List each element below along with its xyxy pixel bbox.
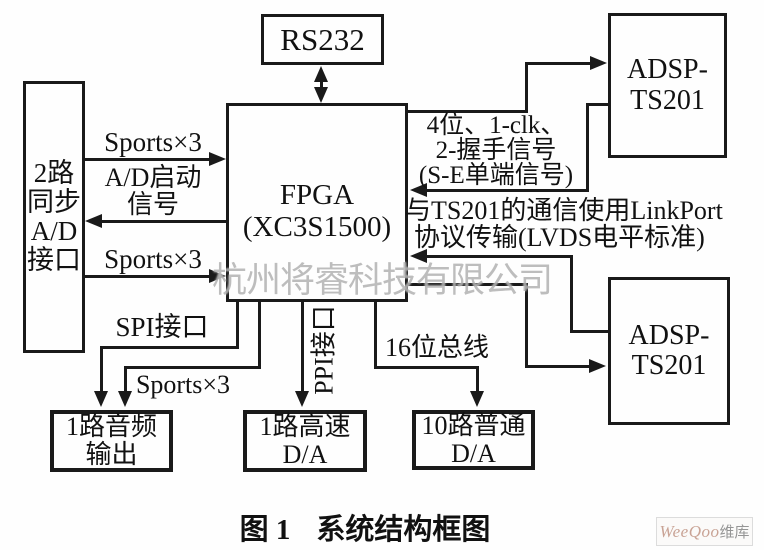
weeqoo-brand: WeeQoo bbox=[659, 521, 720, 541]
sports-top-line bbox=[85, 158, 212, 161]
dsp-top-label-line2: TS201 bbox=[630, 84, 705, 116]
spi-arrowhead bbox=[94, 391, 108, 407]
fpga-dsp-bottom-out-seg3 bbox=[525, 365, 589, 368]
dsp-top-label-line1: ADSP- bbox=[627, 54, 708, 86]
audio-out-label-line2: 输出 bbox=[85, 440, 138, 469]
dsp-bottom-label-line1: ADSP- bbox=[628, 319, 710, 351]
spi-seg1 bbox=[236, 300, 239, 349]
sports-top-arrowhead bbox=[209, 152, 226, 166]
figure-caption: 图 1 系统结构框图 bbox=[180, 506, 550, 548]
bus16-seg2 bbox=[374, 366, 479, 369]
dsp-bottom-fpga-in-seg1 bbox=[425, 255, 573, 258]
dsp-bottom-box: ADSP- TS201 bbox=[608, 277, 730, 425]
dsp-bottom-fpga-in-arrowhead bbox=[410, 249, 427, 263]
adc-label-line1: 2路 bbox=[33, 157, 75, 188]
highspeed-da-label-line1: 1路高速 bbox=[259, 411, 351, 441]
dsp-top-fpga-in-seg2 bbox=[586, 103, 589, 192]
sports-bottom-arrowhead bbox=[118, 391, 132, 407]
linkport-label-line2: 协议传输(LVDS电平标准) bbox=[414, 222, 705, 252]
sports-top-label: Sports×3 bbox=[104, 127, 202, 157]
spi-seg2 bbox=[100, 346, 239, 349]
rs232-box: RS232 bbox=[261, 14, 384, 65]
bus16-seg3 bbox=[476, 366, 479, 392]
rs232-fpga-down-arrowhead bbox=[314, 87, 328, 103]
fpga-dsp-bottom-out-seg1 bbox=[407, 283, 528, 286]
audio-out-label-line1: 1路音频 bbox=[65, 411, 157, 441]
figure-caption-title: 系统结构框图 bbox=[316, 514, 491, 546]
fpga-dsp-top-out-arrowhead bbox=[590, 56, 607, 70]
dsp-top-box: ADSP- TS201 bbox=[608, 13, 727, 158]
ad-start-label-line2: 信号 bbox=[126, 189, 179, 219]
sports-bottom-seg3 bbox=[124, 366, 127, 392]
adc-interface-box: 2路 同步 A/D 接口 bbox=[23, 81, 85, 353]
normal-da-label-line2: D/A bbox=[451, 439, 496, 468]
sports-mid-arrowhead bbox=[209, 269, 226, 283]
highspeed-da-box: 1路高速 D/A bbox=[243, 410, 367, 472]
adc-label-line4: 接口 bbox=[27, 245, 81, 276]
ad-start-label: A/D启动 信号 bbox=[95, 163, 211, 219]
fpga-dsp-top-out-seg1 bbox=[407, 110, 528, 113]
fpga-label-line1: FPGA bbox=[279, 179, 355, 212]
adc-label-line2: 同步 bbox=[27, 186, 81, 217]
dsp-bottom-fpga-in-seg2 bbox=[570, 255, 573, 333]
ad-start-arrowhead bbox=[85, 214, 102, 228]
ppi-line bbox=[301, 300, 304, 391]
handshake-label-line3: (S-E单端信号) bbox=[418, 162, 574, 189]
normal-da-label-line1: 10路普通 bbox=[421, 410, 526, 440]
sports-bottom-label: Sports×3 bbox=[135, 370, 231, 399]
bus16-label: 16位总线 bbox=[384, 333, 489, 362]
fpga-dsp-bottom-out-seg2 bbox=[525, 283, 528, 368]
bus16-arrowhead bbox=[470, 391, 484, 407]
linkport-label-line1: 与TS201的通信使用LinkPort bbox=[405, 196, 723, 225]
audio-out-box: 1路音频 输出 bbox=[50, 410, 173, 472]
fpga-dsp-bottom-out-arrowhead bbox=[589, 359, 606, 373]
fpga-label-line2: (XC3S1500) bbox=[242, 210, 392, 243]
sports-bottom-seg1 bbox=[258, 300, 261, 369]
dsp-bottom-fpga-in-seg3 bbox=[570, 330, 608, 333]
sports-mid-line bbox=[85, 275, 212, 278]
sports-mid-label: Sports×3 bbox=[104, 244, 202, 274]
adc-label-line3: A/D bbox=[30, 216, 78, 246]
fpga-dsp-top-out-seg2 bbox=[525, 62, 528, 113]
highspeed-da-label-line2: D/A bbox=[282, 440, 328, 469]
rs232-fpga-up-arrowhead bbox=[314, 66, 328, 82]
rs232-label: RS232 bbox=[280, 21, 365, 57]
normal-da-box: 10路普通 D/A bbox=[412, 410, 535, 470]
figure-caption-index: 图 1 bbox=[239, 514, 291, 546]
fpga-dsp-top-out-seg3 bbox=[525, 62, 591, 65]
handshake-label: 4位、1-clk、 2-握手信号 (S-E单端信号) bbox=[405, 113, 587, 188]
weeqoo-suffix: 维库 bbox=[719, 525, 750, 541]
dsp-top-fpga-in-arrowhead bbox=[410, 183, 427, 197]
spi-seg3 bbox=[100, 346, 103, 392]
handshake-label-line1: 4位、1-clk、 bbox=[426, 112, 566, 139]
ad-start-line bbox=[100, 220, 226, 223]
spi-label: SPI接口 bbox=[115, 312, 209, 342]
rs232-fpga-line bbox=[320, 76, 323, 92]
ppi-arrowhead bbox=[295, 391, 309, 407]
dsp-top-fpga-in-seg1 bbox=[588, 103, 608, 106]
ppi-label: PPI接口 bbox=[309, 305, 339, 395]
handshake-label-line2: 2-握手信号 bbox=[435, 137, 557, 164]
dsp-top-fpga-in-seg3 bbox=[425, 189, 588, 192]
linkport-label: 与TS201的通信使用LinkPort 协议传输(LVDS电平标准) bbox=[405, 196, 750, 252]
fpga-box: FPGA (XC3S1500) bbox=[226, 103, 408, 302]
sports-bottom-seg2 bbox=[124, 366, 261, 369]
dsp-bottom-label-line2: TS201 bbox=[631, 350, 707, 381]
bus16-seg1 bbox=[374, 300, 377, 369]
ad-start-label-line1: A/D启动 bbox=[104, 163, 202, 192]
